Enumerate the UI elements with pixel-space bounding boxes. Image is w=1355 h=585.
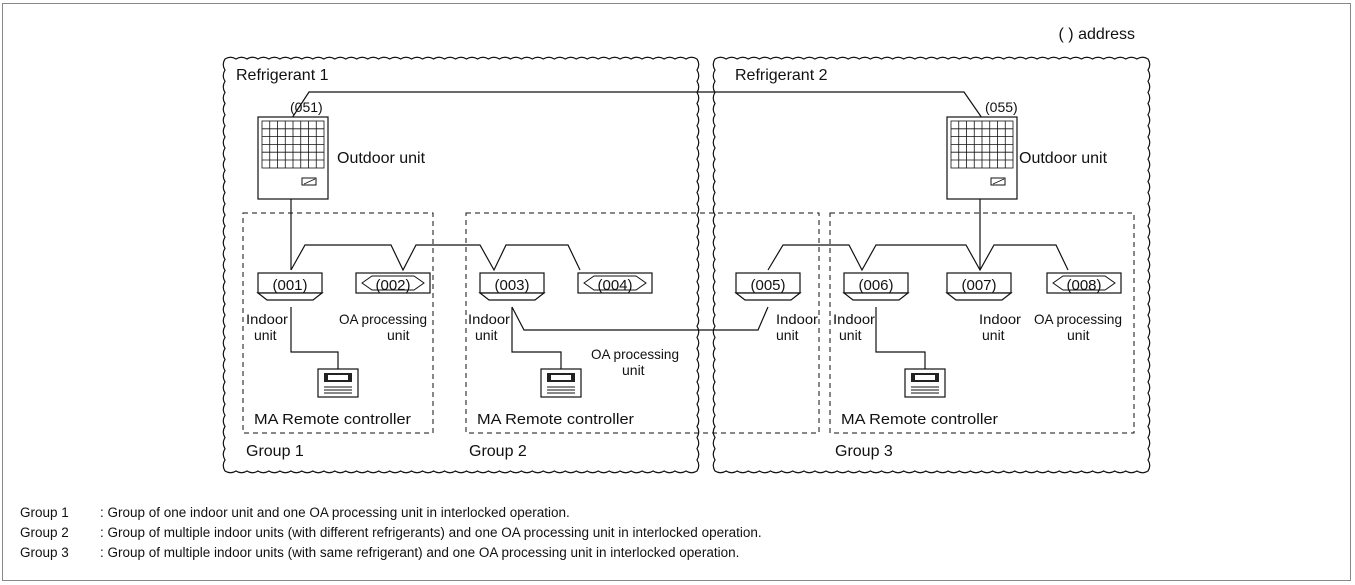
legend-row-3: Group 3 : Group of multiple indoor units … (20, 545, 739, 560)
oa-unit-002-label-2: unit (387, 327, 410, 343)
indoor-unit-006-address: (006) (858, 277, 893, 294)
group-3-box (829, 212, 1135, 434)
oa-unit-008-address: (008) (1066, 277, 1101, 294)
legend-text-1: : Group of one indoor unit and one OA pr… (100, 505, 570, 520)
remote-controller-3-label: MA Remote controller (841, 411, 998, 428)
oa-unit-004-label-2: unit (622, 362, 645, 378)
remote-1-line (290, 307, 339, 369)
remote-controller-2-label: MA Remote controller (477, 411, 634, 428)
legend-group-2: Group 2 (20, 525, 69, 540)
indoor-unit-006-label-1: Indoor (833, 311, 875, 327)
outdoor-unit-051-address: (051) (290, 99, 323, 115)
oa-unit-004-label-1: OA processing (591, 346, 679, 362)
indoor-unit-001-label-1: Indoor (246, 311, 288, 327)
indoor-unit-003-label-2: unit (475, 327, 498, 343)
cross-refrigerant-line (511, 306, 769, 331)
refrigerant-2-boundary (712, 56, 1151, 474)
refrigerant-1-boundary (222, 56, 700, 474)
indoor-unit-005-label-1: Indoor (776, 311, 818, 327)
legend-text-2: : Group of multiple indoor units (with d… (100, 525, 762, 540)
diagram-frame (2, 3, 1351, 581)
indoor-unit-003-address: (003) (494, 277, 529, 294)
indoor-unit-001-label-2: unit (254, 327, 277, 343)
outdoor-unit-055-label: Outdoor unit (1019, 150, 1108, 167)
oa-unit-004-address: (004) (597, 277, 632, 294)
group-2-label: Group 2 (469, 443, 527, 460)
remote-controller-2 (540, 368, 582, 398)
remote-2-line (511, 307, 562, 369)
outdoor-unit-051-label: Outdoor unit (337, 150, 426, 167)
legend-text-3: : Group of multiple indoor units (with s… (100, 545, 740, 560)
outdoor-unit-055 (946, 116, 1018, 200)
indoor-unit-007-address: (007) (961, 277, 996, 294)
remote-controller-3 (904, 368, 946, 398)
outdoor-unit-051 (257, 116, 329, 200)
oa-unit-008-label-1: OA processing (1034, 311, 1122, 327)
group-1-label: Group 1 (246, 443, 304, 460)
indoor-unit-005-label-2: unit (776, 327, 799, 343)
oa-unit-008-label-2: unit (1067, 327, 1090, 343)
group-3-label: Group 3 (835, 443, 893, 460)
oa-unit-002-address: (002) (375, 277, 410, 294)
legend-group-1: Group 1 (20, 505, 69, 520)
oa-unit-002-label-1: OA processing (339, 311, 427, 327)
indoor-unit-007-label-2: unit (982, 327, 1005, 343)
outdoor-link-line (291, 91, 983, 119)
indoor-unit-007-label-1: Indoor (979, 311, 1021, 327)
transmission-line-b (767, 244, 1069, 272)
legend-group-3: Group 3 (20, 545, 69, 560)
remote-controller-1 (317, 368, 359, 398)
connection-lines (290, 91, 1069, 369)
indoor-unit-001-address: (001) (272, 277, 307, 294)
transmission-line-a (290, 244, 581, 272)
address-note: ( ) address (1059, 26, 1135, 43)
outdoor-unit-055-address: (055) (985, 99, 1018, 115)
group-2-box (465, 212, 820, 434)
group-1-box (242, 212, 434, 434)
legend-row-1: Group 1 : Group of one indoor unit and on… (20, 505, 570, 520)
indoor-unit-005-address: (005) (750, 277, 785, 294)
refrigerant-2-label: Refrigerant 2 (735, 67, 828, 84)
indoor-unit-006-label-2: unit (839, 327, 862, 343)
remote-controller-1-label: MA Remote controller (254, 411, 411, 428)
indoor-unit-003-label-1: Indoor (468, 311, 510, 327)
refrigerant-1-label: Refrigerant 1 (236, 67, 329, 84)
legend-row-2: Group 2 : Group of multiple indoor units … (20, 525, 762, 540)
remote-3-line (875, 307, 926, 369)
